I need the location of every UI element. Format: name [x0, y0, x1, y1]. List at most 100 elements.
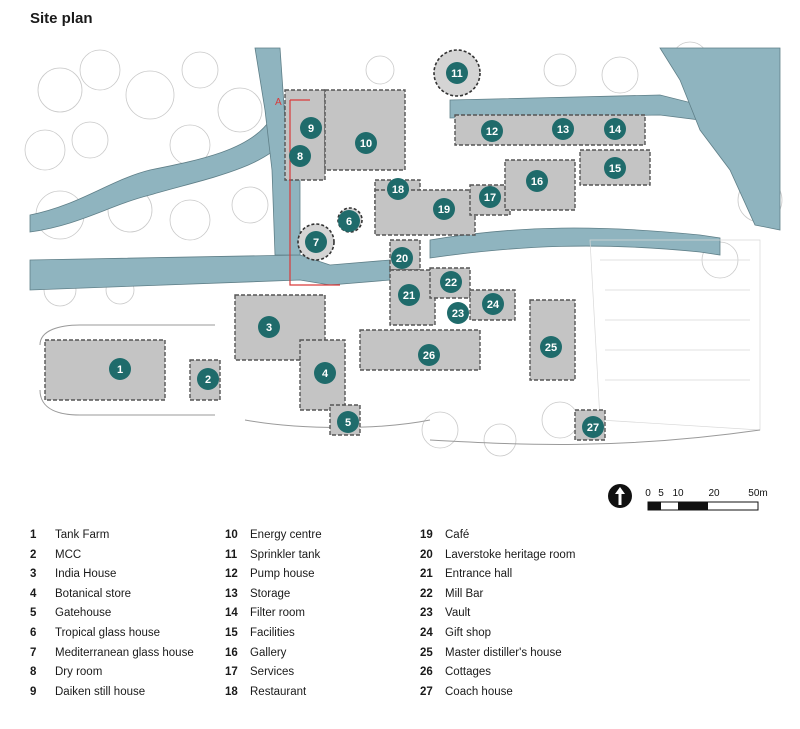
legend-item-2: 2 MCC — [30, 548, 215, 562]
badge-16 — [526, 170, 548, 192]
badge-number-8: 8 — [297, 151, 303, 163]
page-title: Site plan — [30, 10, 93, 27]
legend-number: 4 — [30, 587, 37, 600]
legend-label: Facilities — [250, 626, 295, 639]
legend-label: Cottages — [445, 666, 492, 679]
badge-number-23: 23 — [452, 308, 464, 320]
legend-label: Café — [445, 529, 470, 541]
badge-number-1: 1 — [117, 364, 123, 376]
badge-number-27: 27 — [587, 422, 599, 434]
legend-label: Laverstoke heritage room — [445, 548, 576, 561]
legend-label: Sprinkler tank — [250, 548, 321, 561]
scale-bar: 0 5 10 20 50m — [645, 488, 768, 511]
legend-label: Gallery — [250, 646, 287, 659]
badge-number-6: 6 — [346, 216, 352, 228]
badge-17 — [479, 186, 501, 208]
legend-number: 12 — [225, 568, 238, 581]
badge-number-7: 7 — [313, 237, 319, 249]
badge-7 — [305, 231, 327, 253]
badge-18 — [387, 178, 409, 200]
legend-number: 1 — [30, 529, 37, 541]
badge-number-15: 15 — [609, 163, 621, 175]
badge-number-10: 10 — [360, 138, 372, 150]
legend-label: Gatehouse — [55, 607, 112, 620]
legend-item-22: 22 Mill Bar — [420, 587, 605, 601]
scale-tick-5: 5 — [658, 488, 664, 499]
river — [29, 47, 781, 291]
badge-number-12: 12 — [486, 126, 498, 138]
legend-item-16: 16 Gallery — [225, 646, 410, 660]
badge-15 — [604, 157, 626, 179]
badge-number-25: 25 — [545, 342, 557, 354]
legend-number: 3 — [30, 568, 37, 581]
legend-label: Energy centre — [250, 529, 322, 541]
badge-4 — [314, 362, 336, 384]
legend-number: 26 — [420, 666, 433, 679]
badge-9 — [300, 117, 322, 139]
legend-label: Filter room — [250, 607, 305, 620]
badge-number-9: 9 — [308, 123, 314, 135]
scale-tick-0: 0 — [645, 488, 651, 499]
badge-21 — [398, 284, 420, 306]
legend-label: Entrance hall — [445, 568, 513, 581]
badge-number-21: 21 — [403, 290, 415, 302]
legend-label: Services — [250, 666, 295, 679]
badge-number-22: 22 — [445, 277, 457, 289]
badge-14 — [604, 118, 626, 140]
legend-label: Coach house — [445, 685, 513, 698]
section-label: A — [275, 97, 282, 108]
legend-number: 7 — [30, 646, 37, 659]
legend-number: 25 — [420, 646, 433, 659]
legend-label: MCC — [55, 548, 82, 561]
legend-number: 17 — [225, 666, 238, 679]
badge-22 — [440, 271, 462, 293]
badge-number-19: 19 — [438, 204, 450, 216]
badge-number-26: 26 — [423, 350, 435, 362]
badge-number-16: 16 — [531, 176, 543, 188]
badge-10 — [355, 132, 377, 154]
badge-12 — [481, 120, 503, 142]
badge-25 — [540, 336, 562, 358]
legend-item-1: 1 Tank Farm — [30, 528, 215, 542]
badge-number-24: 24 — [487, 299, 500, 311]
legend-number: 16 — [225, 646, 238, 659]
scale-tick-10: 10 — [672, 488, 684, 499]
legend-number: 2 — [30, 548, 37, 561]
legend-number: 22 — [420, 587, 433, 600]
legend-label: Tropical glass house — [55, 626, 161, 639]
legend-number: 20 — [420, 548, 433, 561]
legend-item-3: 3 India House — [30, 567, 215, 581]
badge-number-3: 3 — [266, 322, 272, 334]
legend-label: India House — [55, 568, 117, 581]
badge-20 — [391, 247, 413, 269]
badge-26 — [418, 344, 440, 366]
badge-number-5: 5 — [345, 417, 351, 429]
legend-number: 13 — [225, 587, 238, 600]
legend-label: Mediterranean glass house — [55, 646, 194, 659]
legend-number: 5 — [30, 607, 37, 620]
legend-label: Tank Farm — [55, 529, 110, 541]
legend-label: Mill Bar — [445, 587, 484, 600]
badge-number-11: 11 — [451, 68, 463, 80]
badge-27 — [582, 416, 604, 438]
legend-number: 9 — [30, 685, 37, 698]
legend-label: Dry room — [55, 666, 103, 679]
